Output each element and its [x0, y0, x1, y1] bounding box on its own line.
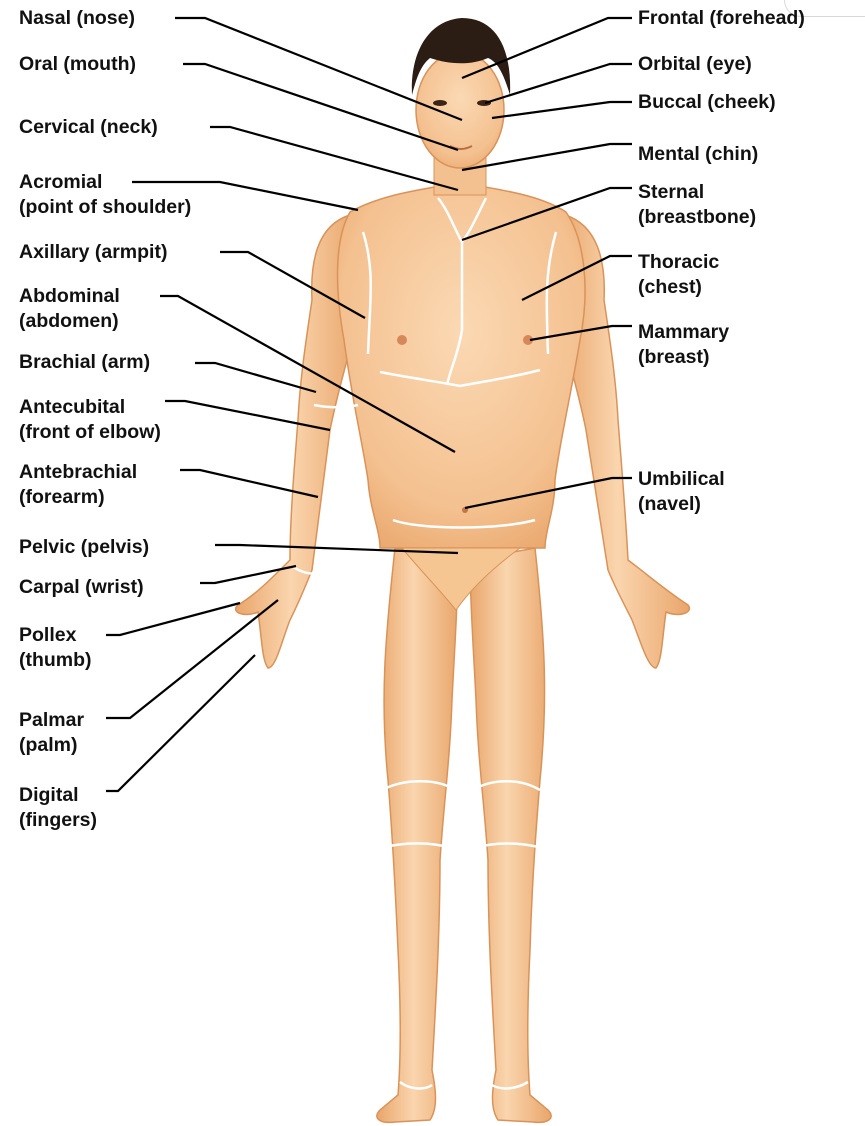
label-cervical: Cervical (neck) [19, 115, 158, 140]
label-antebrachial: Antebrachial(forearm) [19, 460, 137, 510]
label-pollex: Pollex(thumb) [19, 623, 92, 673]
label-brachial: Brachial (arm) [19, 350, 150, 375]
label-oral: Oral (mouth) [19, 52, 136, 77]
leader-digital [106, 655, 255, 791]
label-pelvic: Pelvic (pelvis) [19, 535, 149, 560]
left-leg [377, 548, 458, 1122]
left-nipple [397, 335, 407, 345]
label-digital: Digital(fingers) [19, 783, 97, 833]
leader-buccal [492, 102, 632, 118]
right-leg [470, 548, 551, 1122]
leader-brachial [195, 363, 316, 392]
label-umbilical: Umbilical(navel) [638, 467, 725, 517]
label-mental: Mental (chin) [638, 142, 758, 167]
label-acromial: Acromial(point of shoulder) [19, 170, 191, 220]
label-thoracic: Thoracic(chest) [638, 250, 719, 300]
head [412, 18, 510, 168]
label-mammary: Mammary(breast) [638, 320, 729, 370]
label-frontal: Frontal (forehead) [638, 6, 805, 31]
label-antecubital: Antecubital(front of elbow) [19, 395, 161, 445]
leader-pollex [106, 603, 240, 635]
label-orbital: Orbital (eye) [638, 52, 752, 77]
label-abdominal: Abdominal(abdomen) [19, 284, 120, 334]
left-eye [433, 100, 447, 106]
label-sternal: Sternal(breastbone) [638, 180, 756, 230]
label-nasal: Nasal (nose) [19, 6, 135, 31]
label-palmar: Palmar(palm) [19, 708, 84, 758]
label-carpal: Carpal (wrist) [19, 575, 144, 600]
label-buccal: Buccal (cheek) [638, 90, 776, 115]
label-axillary: Axillary (armpit) [19, 240, 167, 265]
